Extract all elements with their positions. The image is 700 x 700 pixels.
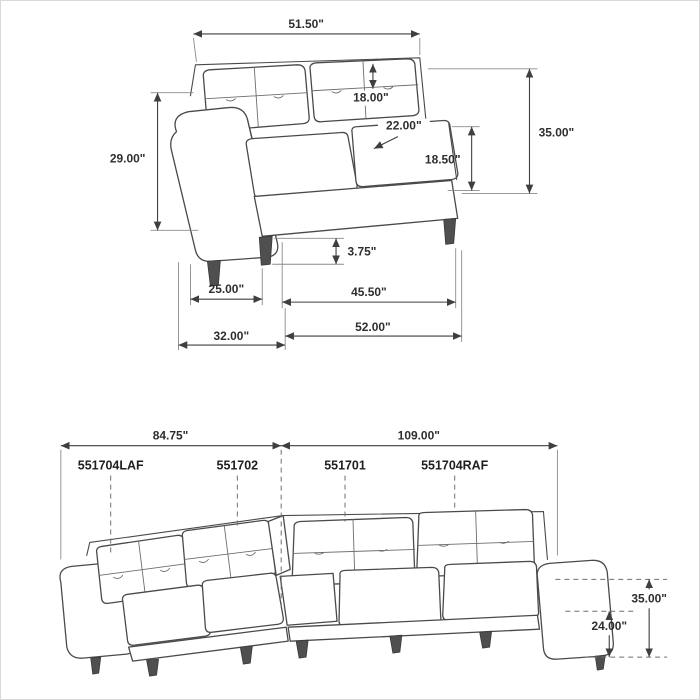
dim-cushion-height: 18.00" <box>345 63 397 106</box>
part-label-raf: 551704RAF <box>421 459 489 473</box>
sofa-leg-arm <box>207 259 221 287</box>
corner-seat-cushion <box>279 572 338 626</box>
dim-arm-height-label: 24.00" <box>591 619 627 633</box>
dim-side-depth-label: 32.00" <box>214 329 250 343</box>
sofa-right-end-edge <box>448 123 458 181</box>
dim-cushion-height-label: 18.00" <box>353 91 389 105</box>
dim-front-left-width-label: 25.00" <box>209 282 245 296</box>
dim-seat-height-label: 18.50" <box>425 153 461 167</box>
dim-overall-height-top: 35.00" <box>427 68 575 194</box>
dim-side-height: 29.00" <box>110 92 199 231</box>
part-label-laf: 551704LAF <box>78 459 144 473</box>
dim-right-width-label: 109.00" <box>398 429 440 443</box>
part-label-armless-left: 551702 <box>217 459 259 473</box>
dim-seat-width: 45.50" <box>281 242 457 309</box>
dim-seat-depth-label: 22.00" <box>386 119 422 133</box>
dim-seat-depth-label-bg <box>377 118 430 134</box>
left-wing-seat-cushion-2 <box>201 572 284 633</box>
dim-arm-height: 24.00" <box>591 611 627 658</box>
right-wing-back-cushion-2-tufting <box>417 511 534 574</box>
dim-overall-width-label: 52.00" <box>355 320 391 334</box>
sofa-leg-front-left <box>258 235 273 266</box>
dim-seat-height: 18.50" <box>425 126 480 191</box>
left-wing-seat-cushion-1 <box>121 584 212 646</box>
dim-leg-height-label: 3.75" <box>347 244 376 258</box>
back-cushion-right-tufting <box>311 60 419 120</box>
left-wing-back-cushion-1-tufting <box>99 541 189 598</box>
right-wing-base-rail <box>287 614 541 642</box>
dim-back-width-extensions <box>193 37 421 62</box>
dim-overall-height-bottom: 35.00" <box>555 578 668 658</box>
dim-seat-height-extensions <box>447 126 480 191</box>
sectional-arm-right <box>536 559 614 660</box>
dim-left-width: 84.75" <box>60 429 282 612</box>
left-wing-back-cushion-2-tufting <box>184 526 274 582</box>
left-wing-base-rail <box>127 626 289 662</box>
right-wing-seat-cushion-1 <box>338 566 442 627</box>
sectional-back-frame <box>86 510 548 560</box>
sofa-back-frame <box>189 57 427 120</box>
seat-cushion-right <box>351 119 459 188</box>
right-wing-seat-cushion-2 <box>442 560 540 621</box>
seat-cushion-left <box>245 131 358 200</box>
sectional-leg-7 <box>594 654 606 671</box>
dim-side-height-label: 29.00" <box>110 152 146 166</box>
part-label-armless-right: 551701 <box>324 459 366 473</box>
dim-back-width-label: 51.50" <box>288 17 324 31</box>
dim-overall-height-extensions <box>427 68 538 194</box>
right-wing-back-cushion-1-tufting <box>292 519 416 584</box>
dim-leg-height: 3.75" <box>272 237 376 265</box>
dim-back-width: 51.50" <box>193 17 421 62</box>
dim-cushion-height-label-bg <box>345 90 397 106</box>
dim-seat-width-extensions <box>281 242 457 309</box>
dim-overall-height-label: 35.00" <box>539 126 575 140</box>
dim-right-width: 109.00" <box>281 429 558 556</box>
sofa-arm-inner-edge <box>246 118 253 142</box>
sofa-front-rail <box>253 179 459 237</box>
dim-seat-depth: 22.00" <box>373 118 430 150</box>
sectional-drawing <box>59 508 614 677</box>
sectional-leg-6 <box>479 630 492 649</box>
corner-back-edge <box>267 514 291 577</box>
dim-left-width-label: 84.75" <box>153 429 189 443</box>
sectional-leg-2 <box>146 658 159 677</box>
sectional-leg-5 <box>389 634 403 654</box>
part-labels: 551704LAF 551702 551701 551704RAF <box>78 459 489 556</box>
dim-seat-depth-leader <box>373 136 399 150</box>
dim-leg-height-extensions <box>272 237 345 265</box>
dim-side-depth: 32.00" <box>178 262 286 350</box>
back-cushion-left-tufting <box>205 67 308 128</box>
dim-overall-width: 52.00" <box>285 250 463 343</box>
sofa-leg-front-right <box>443 217 457 245</box>
dim-overall-height-bottom-label: 35.00" <box>631 591 667 605</box>
sectional-leg-1 <box>90 656 102 675</box>
sectional-leg-3 <box>239 645 253 665</box>
loveseat-drawing <box>170 57 459 287</box>
dim-seat-width-label: 45.50" <box>351 285 387 299</box>
dim-front-left-width: 25.00" <box>190 264 263 306</box>
sectional-leg-4 <box>295 639 309 659</box>
